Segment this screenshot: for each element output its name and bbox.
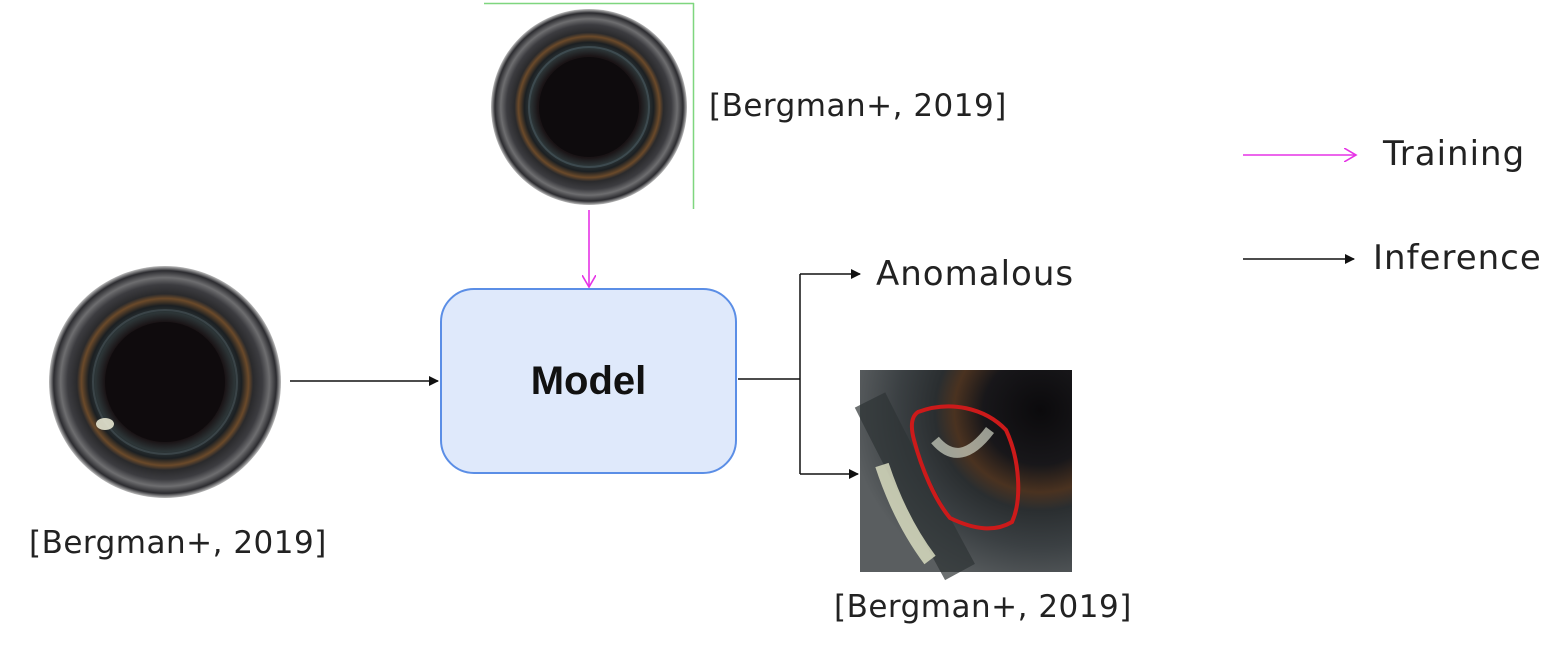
legend-training-label: Training (1383, 134, 1526, 174)
anomaly-outline (909, 404, 1021, 531)
model-box: Model (440, 288, 737, 474)
closeup-image-caption: [Bergman+, 2019] (834, 589, 1132, 625)
anomaly-closeup-image (854, 370, 1072, 581)
model-label: Model (530, 358, 647, 403)
training-image-caption: [Bergman+, 2019] (709, 88, 1007, 124)
test-image-caption: [Bergman+, 2019] (29, 525, 327, 561)
inference-output-connector (738, 274, 801, 474)
training-bottle-image (484, 2, 695, 209)
test-bottle-image (49, 266, 281, 498)
legend-inference-label: Inference (1373, 238, 1542, 278)
anomalous-label: Anomalous (876, 254, 1075, 294)
